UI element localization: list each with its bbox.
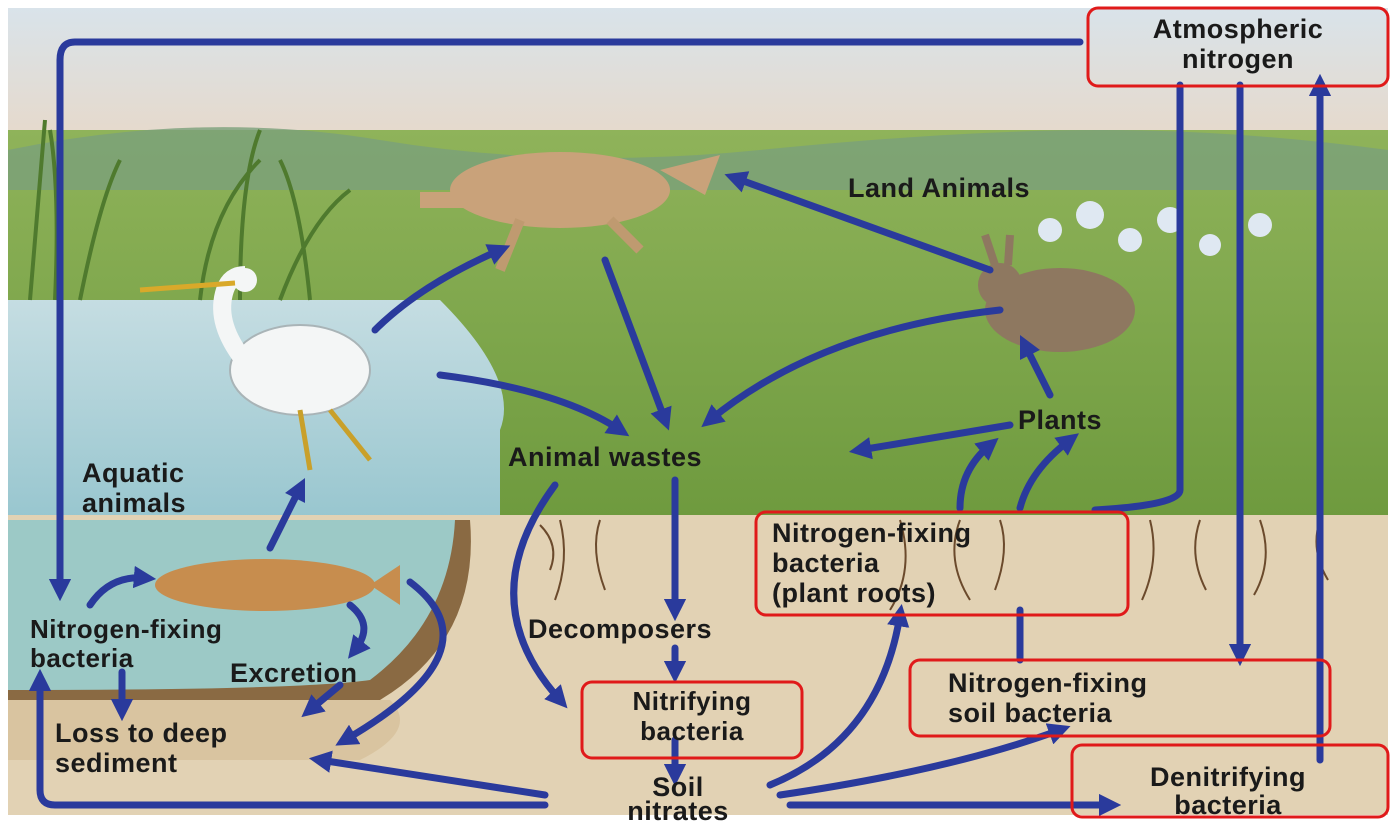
label-nfix-roots-line1: Nitrogen-fixing [772, 518, 971, 548]
label-soil-nitrates-line2: nitrates [627, 796, 729, 822]
label-loss-line1: Loss to deep [55, 718, 228, 748]
label-nfix-aquatic-line1: Nitrogen-fixing [30, 614, 222, 644]
label-decomposers: Decomposers [528, 614, 712, 644]
label-nfix-aquatic-line2: bacteria [30, 643, 134, 673]
label-plants: Plants [1018, 405, 1102, 435]
label-excretion: Excretion [230, 658, 358, 688]
label-nitrifying-line2: bacteria [640, 716, 744, 746]
label-atmospheric-line2: nitrogen [1182, 44, 1294, 74]
label-nfix-roots-line2: bacteria [772, 548, 880, 578]
label-nfix-roots-line3: (plant roots) [772, 578, 936, 608]
label-nitrifying-line1: Nitrifying [632, 686, 751, 716]
label-denitrifying-line1: Denitrifying [1150, 762, 1306, 792]
label-aquatic-line1: Aquatic [82, 458, 185, 488]
label-nfix-soil-line1: Nitrogen-fixing [948, 668, 1147, 698]
label-denitrifying-line2: bacteria [1174, 790, 1282, 820]
label-land-animals: Land Animals [848, 173, 1030, 203]
label-loss-line2: sediment [55, 748, 178, 778]
label-aquatic-line2: animals [82, 488, 186, 518]
label-nfix-soil-line2: soil bacteria [948, 698, 1113, 728]
label-animal-wastes: Animal wastes [508, 442, 702, 472]
label-atmospheric-line1: Atmospheric [1153, 14, 1324, 44]
